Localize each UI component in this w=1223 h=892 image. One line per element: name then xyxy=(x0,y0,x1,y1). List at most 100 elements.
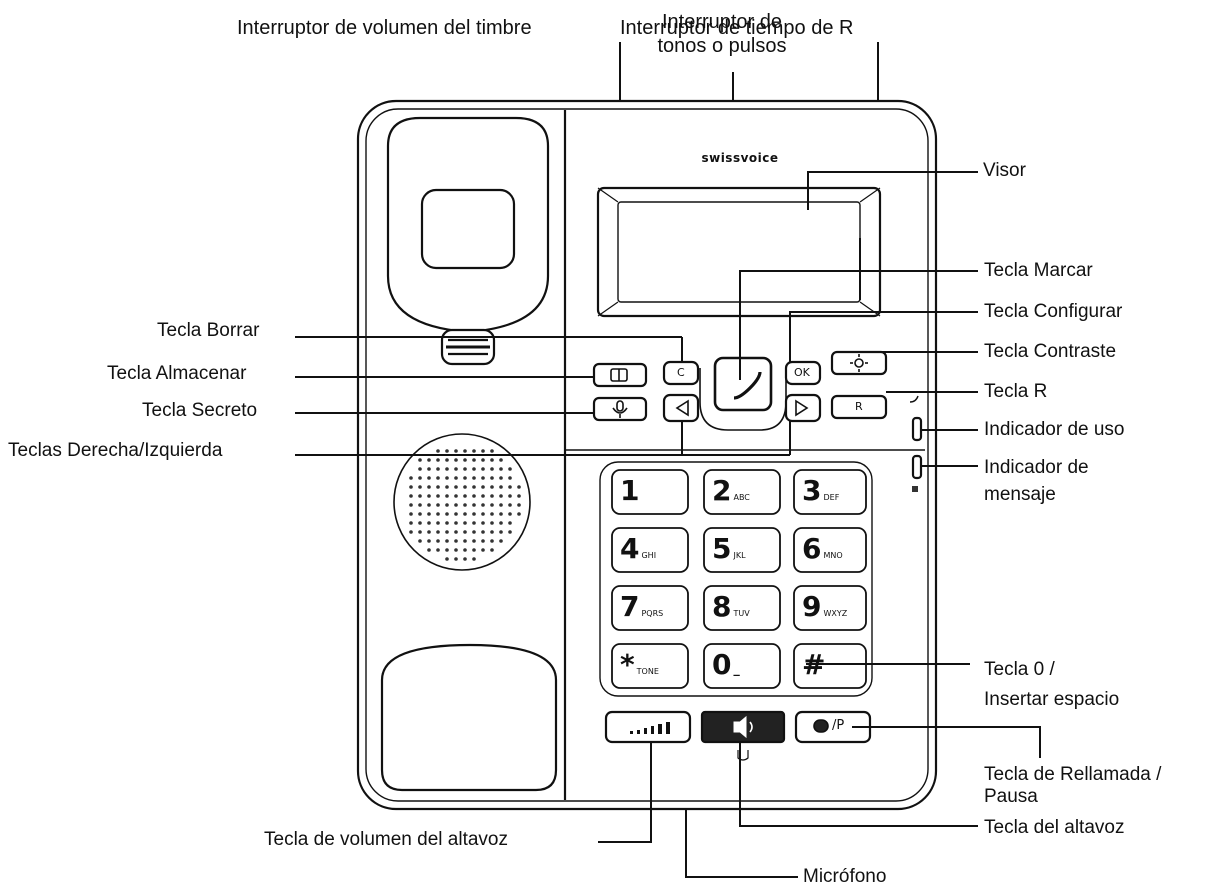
grille-dot xyxy=(472,521,476,525)
grille-dot xyxy=(418,539,422,543)
grille-dot xyxy=(481,548,485,552)
grille-dot xyxy=(499,467,503,471)
grille-dot xyxy=(517,512,521,516)
grille-dot xyxy=(427,458,431,462)
grille-dot xyxy=(454,557,458,561)
grille-dot xyxy=(472,548,476,552)
label-redial-pause-key: Tecla de Rellamada / Pausa xyxy=(984,764,1162,807)
grille-dot xyxy=(445,503,449,507)
grille-dot xyxy=(463,458,467,462)
speaker-volume-key-shape xyxy=(604,710,692,744)
grille-dot xyxy=(517,503,521,507)
keypad-digit: 1 xyxy=(620,474,640,507)
grille-dot xyxy=(472,458,476,462)
grille-dot xyxy=(436,530,440,534)
grille-dot xyxy=(472,503,476,507)
r-key-shape xyxy=(830,394,888,420)
grille-dot xyxy=(499,521,503,525)
grille-dot xyxy=(481,494,485,498)
grille-dot xyxy=(427,503,431,507)
grille-dot xyxy=(409,494,413,498)
grille-dot xyxy=(436,485,440,489)
ok-key-shape xyxy=(784,360,822,386)
keypad-digit: 2 xyxy=(712,474,732,507)
r-key-label[interactable]: R xyxy=(855,400,863,413)
grille-dot xyxy=(427,530,431,534)
grille-dot xyxy=(427,539,431,543)
redial-key-label[interactable]: /P xyxy=(832,718,845,733)
ok-key-label[interactable]: OK xyxy=(794,366,810,379)
grille-dot xyxy=(418,458,422,462)
grille-dot xyxy=(427,521,431,525)
grille-dot xyxy=(418,485,422,489)
grille-dot xyxy=(445,467,449,471)
grille-dot xyxy=(481,476,485,480)
grille-dot xyxy=(490,458,494,462)
grille-dot xyxy=(418,476,422,480)
keypad-digit: # xyxy=(802,648,826,681)
grille-dot xyxy=(463,449,467,453)
grille-dot xyxy=(463,539,467,543)
grille-dot xyxy=(427,485,431,489)
grille-dot xyxy=(499,494,503,498)
keypad-key-0[interactable]: 0▁ xyxy=(712,648,740,681)
grille-dot xyxy=(472,539,476,543)
grille-dot xyxy=(436,494,440,498)
grille-dot xyxy=(436,458,440,462)
dial-key-shape xyxy=(713,356,773,412)
grille-dot xyxy=(436,476,440,480)
grille-dot xyxy=(508,512,512,516)
message-indicator xyxy=(911,454,923,480)
grille-dot xyxy=(454,530,458,534)
keypad-key-star[interactable]: *TONE xyxy=(620,648,659,681)
keypad-digit: 3 xyxy=(802,474,822,507)
grille-dot xyxy=(418,503,422,507)
grille-dot xyxy=(472,485,476,489)
grille-dot xyxy=(490,521,494,525)
grille-dot xyxy=(517,494,521,498)
grille-dot xyxy=(499,503,503,507)
grille-dot xyxy=(481,467,485,471)
keypad-frame xyxy=(599,461,873,697)
keypad-digit: 9 xyxy=(802,590,822,623)
grille-dot xyxy=(445,557,449,561)
keypad-digit: 6 xyxy=(802,532,822,565)
grille-dot xyxy=(472,530,476,534)
grille-dot xyxy=(463,548,467,552)
grille-dot xyxy=(445,458,449,462)
grille-dot xyxy=(454,458,458,462)
grille-dot xyxy=(445,548,449,552)
grille-dot xyxy=(472,557,476,561)
grille-dot xyxy=(454,521,458,525)
keypad-key-hash[interactable]: # xyxy=(802,648,825,681)
grille-dot xyxy=(490,467,494,471)
label-in-use-indicator: Indicador de uso xyxy=(984,419,1125,440)
keypad-digit: 0 xyxy=(712,648,732,681)
keypad-letters: TONE xyxy=(636,667,659,676)
label-dial-key: Tecla Marcar xyxy=(984,260,1093,281)
keypad-key-1[interactable]: 1 xyxy=(620,474,639,507)
grille-dot xyxy=(418,494,422,498)
grille-dot xyxy=(427,467,431,471)
grille-dot xyxy=(481,539,485,543)
grille-dot xyxy=(445,485,449,489)
grille-dot xyxy=(436,521,440,525)
grille-dot xyxy=(481,512,485,516)
keypad-letters: ▁ xyxy=(733,667,740,676)
c-key-label[interactable]: C xyxy=(677,366,685,379)
handset-bottom xyxy=(380,643,558,792)
grille-dot xyxy=(472,494,476,498)
grille-dot xyxy=(418,467,422,471)
grille-dot xyxy=(409,503,413,507)
keypad-digit: 4 xyxy=(620,532,640,565)
grille-dot xyxy=(409,476,413,480)
